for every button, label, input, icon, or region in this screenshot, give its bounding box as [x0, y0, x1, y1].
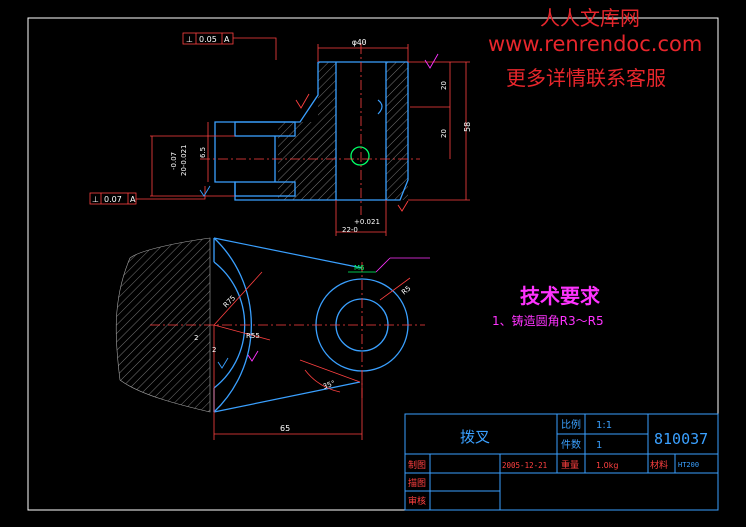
tb-review: 审核: [408, 495, 426, 507]
tb-weight-value: 1.0kg: [596, 461, 618, 470]
tb-date: 2005-12-21: [502, 461, 547, 470]
title-block: [404, 413, 719, 511]
tb-weight-label: 重量: [561, 459, 579, 471]
tech-req-note: 1、铸造圆角R3～R5: [492, 314, 604, 328]
drawing-border: [27, 17, 719, 511]
fork-slot-upper: [234, 121, 296, 137]
dim-22: 22-0: [342, 226, 358, 234]
roughness-mark: [397, 200, 409, 212]
oil-hole: [350, 146, 370, 166]
hatch-arm: [278, 122, 318, 200]
gdt-left-datum: A: [130, 195, 136, 204]
gdt-left-symbol: ⊥: [92, 195, 99, 204]
dim-6-5: 6.5: [199, 147, 207, 158]
tech-req-title: 技术要求: [520, 284, 600, 308]
section-view: φ40 20 20 58 6.5 -0.07 20-0.021 +0.021 2…: [89, 32, 472, 236]
arm-bottom: [213, 381, 361, 413]
tb-drafter: 制图: [408, 459, 426, 471]
dim-tol3: +0.021: [354, 218, 380, 226]
gdt-top-datum: A: [224, 35, 230, 44]
cross-hole: [377, 99, 383, 115]
tb-drawing-no: 810037: [654, 430, 708, 448]
dim-r5: R5: [400, 284, 412, 296]
tb-material-value: HT200: [678, 461, 699, 469]
roughness-mark: [247, 350, 259, 362]
m6-leader: [375, 257, 391, 273]
ext-line: [299, 359, 361, 383]
dim-phi40: φ40: [352, 38, 367, 47]
dim-58: 58: [463, 122, 472, 132]
section-mark-2a: 2: [194, 334, 198, 342]
dim-r55: R55: [246, 332, 260, 340]
tb-material-label: 材料: [650, 459, 668, 471]
tb-check: 描图: [408, 477, 426, 489]
outer-arc: [213, 237, 252, 413]
arm-top: [213, 237, 363, 269]
roughness-mark: [199, 185, 211, 197]
r5-leader: [379, 277, 411, 301]
r75-leader: [213, 271, 263, 326]
tb-qty-label: 件数: [561, 438, 581, 451]
dim-35: 35°: [322, 379, 336, 391]
angle-arc: [304, 369, 341, 393]
tb-scale-value: 1:1: [596, 420, 612, 431]
roughness-mark: [295, 93, 310, 109]
tb-part-name: 拨叉: [460, 428, 490, 446]
gdt-left-value: 0.07: [104, 195, 122, 204]
hatch-right-wall: [386, 62, 408, 200]
gdt-frame-top: ⊥ 0.05 A: [182, 32, 277, 60]
dim-m6: M6: [354, 264, 365, 272]
watermark-line1: 人人文库网: [540, 6, 640, 30]
dim-20b: 20: [440, 129, 448, 138]
dim-65: 65: [280, 424, 290, 433]
watermark-url[interactable]: www.renrendoc.com: [488, 32, 703, 56]
watermark-line3: 更多详情联系客服: [506, 66, 666, 90]
hatch-left-wall: [318, 62, 336, 200]
gdt-frame-left: ⊥ 0.07 A: [89, 186, 206, 205]
section-mark-2b: 2: [212, 346, 216, 354]
dim-tol1: -0.07: [170, 152, 178, 170]
gdt-top-symbol: ⊥: [186, 35, 193, 44]
fork-slot-lower: [234, 181, 296, 197]
roughness-mark: [217, 357, 229, 369]
r55-leader: [213, 324, 271, 341]
tb-scale-label: 比例: [561, 418, 581, 431]
front-view: R75 R55 35° 65 2 2 M6 R5: [115, 237, 430, 440]
gdt-top-value: 0.05: [199, 35, 217, 44]
dim-tol2: 20-0.021: [180, 145, 188, 176]
tb-qty-value: 1: [596, 440, 602, 451]
dim-20a: 20: [440, 81, 448, 90]
roughness-mark: [424, 53, 439, 69]
dim-r75: R75: [222, 294, 237, 309]
